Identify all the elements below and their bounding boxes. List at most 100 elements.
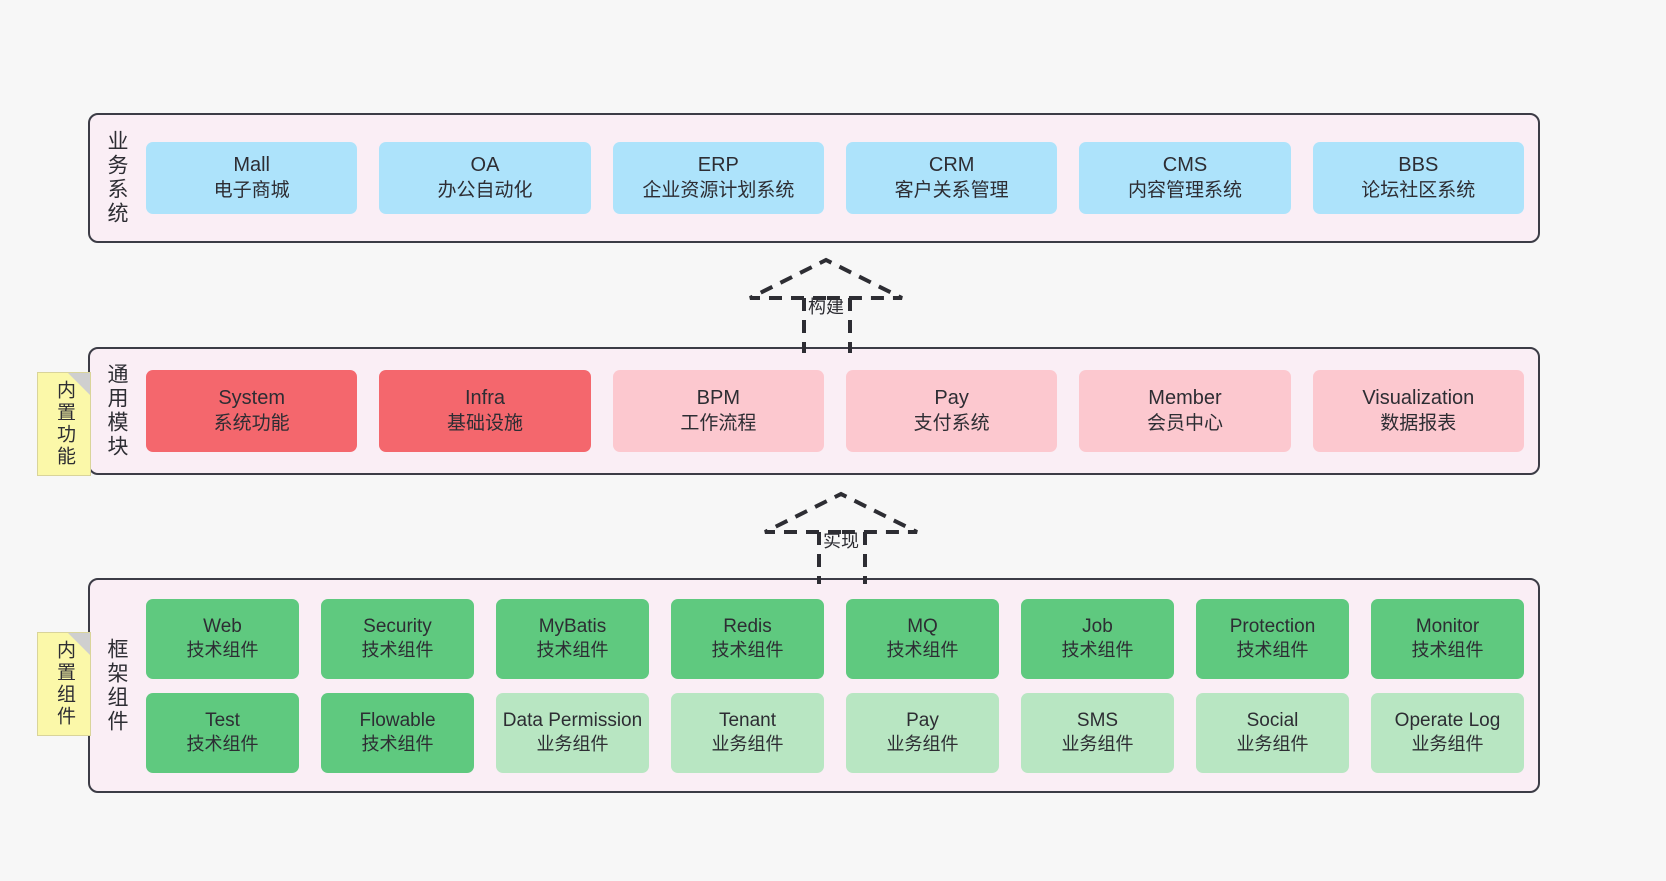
card-data-permission-title: Data Permission bbox=[502, 709, 643, 731]
card-erp[interactable]: ERP 企业资源计划系统 bbox=[612, 142, 824, 214]
card-operate-log-subtitle: 业务组件 bbox=[1411, 734, 1484, 755]
card-security-subtitle: 技术组件 bbox=[361, 640, 434, 661]
card-infra[interactable]: Infra 基础设施 bbox=[379, 370, 591, 452]
card-job[interactable]: Job 技术组件 bbox=[1021, 598, 1174, 679]
framework-row-business: Test 技术组件 Flowable 技术组件 Data Permission … bbox=[146, 692, 1524, 773]
card-tenant-subtitle: 业务组件 bbox=[711, 734, 784, 755]
card-bbs[interactable]: BBS 论坛社区系统 bbox=[1312, 142, 1524, 214]
card-test[interactable]: Test 技术组件 bbox=[146, 692, 299, 773]
implement-shaft bbox=[817, 532, 867, 584]
card-sms-subtitle: 业务组件 bbox=[1061, 734, 1134, 755]
card-redis[interactable]: Redis 技术组件 bbox=[671, 598, 824, 679]
card-cms-subtitle: 内容管理系统 bbox=[1127, 179, 1242, 201]
card-system-subtitle: 系统功能 bbox=[213, 412, 290, 434]
card-tenant[interactable]: Tenant 业务组件 bbox=[671, 692, 824, 773]
layer-framework-component-body: Web 技术组件 Security 技术组件 MyBatis 技术组件 Redi… bbox=[142, 580, 1538, 791]
build-arrowhead bbox=[749, 257, 903, 300]
card-bpm-title: BPM bbox=[696, 387, 740, 410]
card-redis-subtitle: 技术组件 bbox=[711, 640, 784, 661]
card-job-title: Job bbox=[1082, 615, 1113, 637]
card-sms[interactable]: SMS 业务组件 bbox=[1021, 692, 1174, 773]
card-pay-component[interactable]: Pay 业务组件 bbox=[846, 692, 999, 773]
card-flowable-title: Flowable bbox=[359, 709, 436, 731]
card-cms-title: CMS bbox=[1162, 154, 1208, 177]
card-protection[interactable]: Protection 技术组件 bbox=[1196, 598, 1349, 679]
card-monitor-title: Monitor bbox=[1415, 615, 1480, 637]
card-member-title: Member bbox=[1148, 387, 1222, 410]
card-bpm[interactable]: BPM 工作流程 bbox=[612, 370, 824, 452]
card-oa-subtitle: 办公自动化 bbox=[437, 179, 533, 201]
card-mall[interactable]: Mall 电子商城 bbox=[146, 142, 358, 214]
card-erp-subtitle: 企业资源计划系统 bbox=[642, 179, 795, 201]
card-redis-title: Redis bbox=[723, 615, 772, 637]
card-social-subtitle: 业务组件 bbox=[1236, 734, 1309, 755]
card-mq-title: MQ bbox=[907, 615, 938, 637]
card-operate-log-title: Operate Log bbox=[1394, 709, 1501, 731]
card-visualization[interactable]: Visualization 数据报表 bbox=[1312, 370, 1524, 452]
card-erp-title: ERP bbox=[697, 154, 739, 177]
card-member-subtitle: 会员中心 bbox=[1146, 412, 1223, 434]
card-monitor[interactable]: Monitor 技术组件 bbox=[1371, 598, 1524, 679]
card-pay-module[interactable]: Pay 支付系统 bbox=[845, 370, 1058, 452]
card-system-title: System bbox=[218, 387, 285, 410]
card-social-title: Social bbox=[1246, 709, 1299, 731]
layer-business-system[interactable]: 业务系统 Mall 电子商城 OA 办公自动化 ERP 企业资源计划系统 CRM… bbox=[88, 113, 1540, 243]
layer-business-system-body: Mall 电子商城 OA 办公自动化 ERP 企业资源计划系统 CRM 客户关系… bbox=[142, 115, 1538, 241]
card-protection-subtitle: 技术组件 bbox=[1236, 640, 1309, 661]
card-system[interactable]: System 系统功能 bbox=[146, 370, 358, 452]
sticky-note-builtin-function: 内置功能 bbox=[37, 372, 91, 476]
card-tenant-title: Tenant bbox=[718, 709, 777, 731]
card-visualization-subtitle: 数据报表 bbox=[1380, 412, 1457, 434]
card-web-title: Web bbox=[203, 615, 242, 637]
sticky-note-builtin-component: 内置组件 bbox=[37, 632, 91, 736]
card-bbs-title: BBS bbox=[1398, 154, 1439, 177]
sticky-fold-icon bbox=[68, 373, 90, 395]
card-test-subtitle: 技术组件 bbox=[186, 734, 259, 755]
card-pay-module-title: Pay bbox=[934, 387, 969, 410]
card-cms[interactable]: CMS 内容管理系统 bbox=[1079, 142, 1291, 214]
card-web-subtitle: 技术组件 bbox=[186, 640, 259, 661]
layer-business-system-label: 业务系统 bbox=[105, 130, 129, 226]
card-mq-subtitle: 技术组件 bbox=[886, 640, 959, 661]
card-pay-module-subtitle: 支付系统 bbox=[913, 412, 990, 434]
card-member[interactable]: Member 会员中心 bbox=[1079, 370, 1291, 452]
common-card-row: System 系统功能 Infra 基础设施 BPM 工作流程 Pay 支付系统… bbox=[146, 370, 1524, 452]
card-oa[interactable]: OA 办公自动化 bbox=[379, 142, 591, 214]
card-security-title: Security bbox=[363, 615, 432, 637]
card-social[interactable]: Social 业务组件 bbox=[1196, 692, 1349, 773]
card-flowable[interactable]: Flowable 技术组件 bbox=[321, 692, 474, 773]
implement-arrowhead bbox=[764, 491, 918, 534]
card-sms-title: SMS bbox=[1076, 709, 1119, 731]
build-shaft bbox=[802, 298, 852, 353]
card-protection-title: Protection bbox=[1229, 615, 1316, 637]
layer-framework-component[interactable]: 框架组件 Web 技术组件 Security 技术组件 MyBatis 技术组件… bbox=[88, 578, 1540, 793]
card-web[interactable]: Web 技术组件 bbox=[146, 598, 299, 679]
layer-common-module[interactable]: 通用模块 System 系统功能 Infra 基础设施 BPM 工作流程 Pay… bbox=[88, 347, 1540, 475]
sticky-fold-icon bbox=[68, 633, 90, 655]
card-mall-title: Mall bbox=[233, 154, 270, 177]
layer-common-module-label: 通用模块 bbox=[105, 363, 129, 459]
card-monitor-subtitle: 技术组件 bbox=[1411, 640, 1484, 661]
card-oa-title: OA bbox=[470, 154, 500, 177]
card-operate-log[interactable]: Operate Log 业务组件 bbox=[1371, 692, 1524, 773]
layer-framework-component-label: 框架组件 bbox=[105, 637, 129, 734]
card-crm[interactable]: CRM 客户关系管理 bbox=[845, 142, 1058, 214]
card-visualization-title: Visualization bbox=[1362, 387, 1475, 410]
framework-row-technical: Web 技术组件 Security 技术组件 MyBatis 技术组件 Redi… bbox=[146, 598, 1524, 679]
card-security[interactable]: Security 技术组件 bbox=[321, 598, 474, 679]
card-job-subtitle: 技术组件 bbox=[1061, 640, 1134, 661]
card-crm-title: CRM bbox=[928, 154, 975, 177]
connector-build-label: 构建 bbox=[808, 297, 844, 317]
card-data-permission[interactable]: Data Permission 业务组件 bbox=[496, 692, 649, 773]
connector-build: 构建 bbox=[749, 257, 930, 353]
card-mq[interactable]: MQ 技术组件 bbox=[846, 598, 999, 679]
card-crm-subtitle: 客户关系管理 bbox=[894, 179, 1009, 201]
card-infra-title: Infra bbox=[464, 387, 505, 410]
card-pay-component-title: Pay bbox=[906, 709, 939, 731]
sticky-note-builtin-function-label: 内置功能 bbox=[53, 380, 75, 468]
sticky-note-builtin-component-label: 内置组件 bbox=[53, 640, 75, 728]
card-bbs-subtitle: 论坛社区系统 bbox=[1361, 179, 1476, 201]
connector-implement-label: 实现 bbox=[823, 531, 859, 551]
card-mybatis[interactable]: MyBatis 技术组件 bbox=[496, 598, 649, 679]
